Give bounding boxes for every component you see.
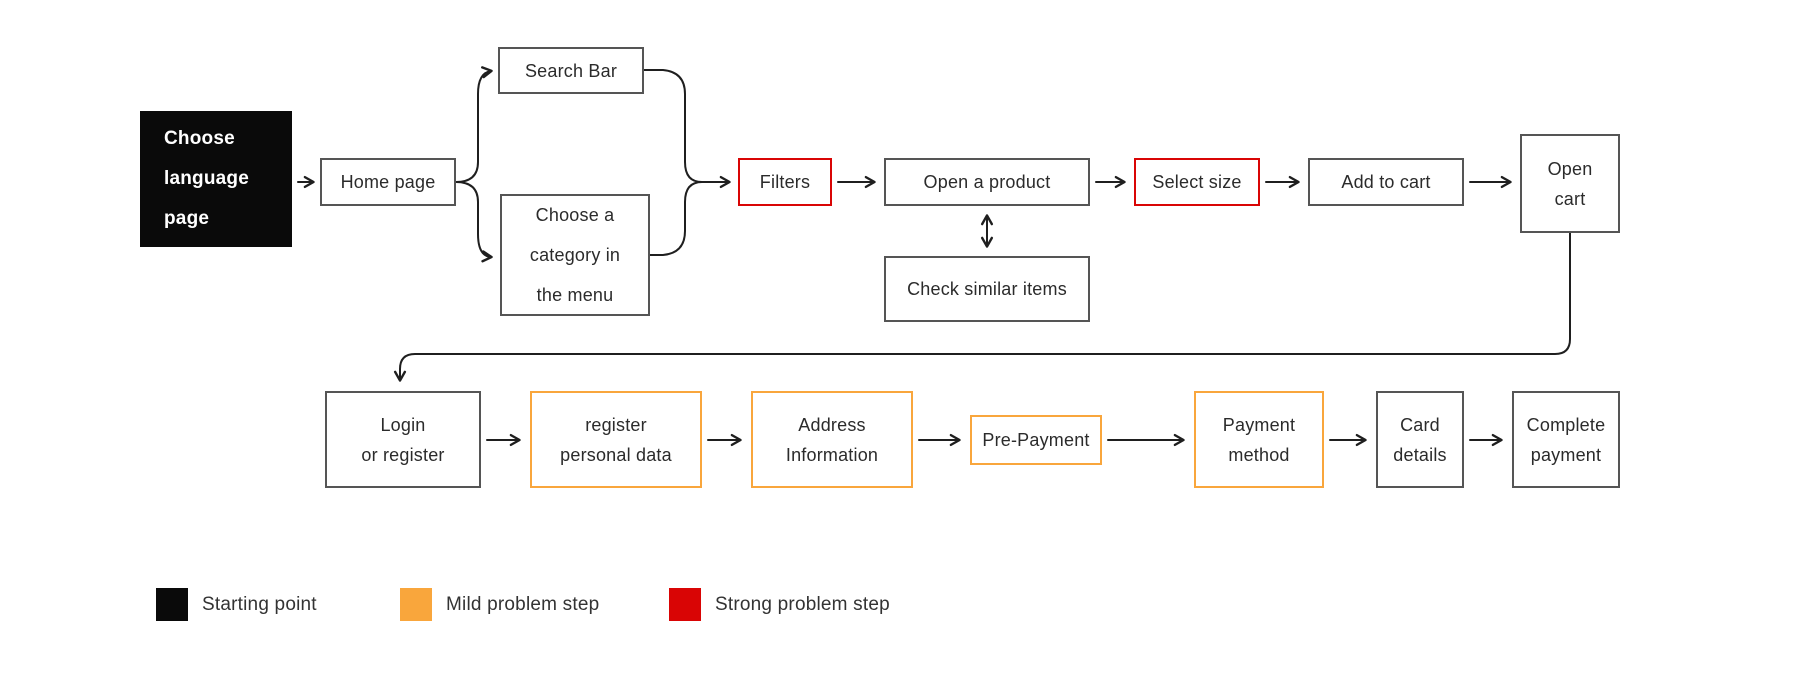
node-label-line: register (585, 414, 647, 435)
edge-merge-bottom (649, 181, 703, 256)
node-label-line: Filters (759, 172, 811, 192)
node-add-to-cart[interactable]: Add to cart (1308, 158, 1464, 206)
edge-branch-down (455, 181, 493, 263)
node-label-line: Search Bar (524, 60, 618, 81)
node-label-line: category in (529, 245, 621, 265)
node-label-line: Card (1400, 414, 1440, 435)
node-label-line: Payment (1222, 414, 1296, 435)
node-choose-category[interactable]: Choose a category in the menu (500, 194, 650, 316)
edge-branch-up (455, 66, 493, 183)
node-pre-payment[interactable]: Pre-Payment (970, 415, 1102, 465)
node-label-line: the menu (536, 285, 614, 305)
node-label-line: Information (785, 444, 879, 465)
legend-label: Mild problem step (446, 593, 600, 615)
node-label-line: Complete (1526, 414, 1606, 435)
node-choose-language-page[interactable]: Choose language page (140, 111, 292, 247)
node-label-line: payment (1530, 444, 1602, 465)
node-search-bar[interactable]: Search Bar (498, 47, 644, 94)
node-label-line: Home page (340, 172, 436, 192)
node-label-line: details (1393, 444, 1447, 465)
legend-item-starting-point: Starting point (156, 588, 317, 621)
node-filters[interactable]: Filters (738, 158, 832, 206)
node-home-page[interactable]: Home page (320, 158, 456, 206)
node-register-personal-data[interactable]: register personal data (530, 391, 702, 488)
legend-swatch-mild-problem-step (400, 588, 432, 621)
node-label-line: Select size (1152, 172, 1242, 192)
node-select-size[interactable]: Select size (1134, 158, 1260, 206)
node-label-line: Add to cart (1341, 172, 1431, 192)
edge-merge-top (643, 69, 703, 183)
legend-swatch-strong-problem-step (669, 588, 701, 621)
legend-item-strong-problem-step: Strong problem step (669, 588, 890, 621)
node-label-line: method (1228, 444, 1290, 465)
node-open-product[interactable]: Open a product (884, 158, 1090, 206)
node-address-information[interactable]: Address Information (751, 391, 913, 488)
node-open-cart[interactable]: Open cart (1520, 134, 1620, 233)
legend-label: Strong problem step (715, 593, 890, 615)
node-label-line: Choose (164, 128, 235, 149)
node-label-line: personal data (560, 444, 672, 465)
node-label-line: Pre-Payment (982, 430, 1090, 450)
node-label-line: Address (798, 414, 866, 435)
legend-swatch-starting-point (156, 588, 188, 621)
node-label-line: Check similar items (907, 279, 1067, 299)
node-label-line: Open a product (923, 172, 1051, 192)
node-check-similar-items[interactable]: Check similar items (884, 256, 1090, 322)
node-card-details[interactable]: Card details (1376, 391, 1464, 488)
node-payment-method[interactable]: Payment method (1194, 391, 1324, 488)
node-label-line: Choose a (535, 205, 615, 225)
node-label-line: Open (1547, 158, 1593, 179)
node-label-line: Login (380, 414, 426, 435)
legend-item-mild-problem-step: Mild problem step (400, 588, 599, 621)
node-label-line: cart (1554, 188, 1586, 209)
node-label-line: page (164, 208, 210, 229)
legend-label: Starting point (202, 593, 317, 615)
node-complete-payment[interactable]: Complete payment (1512, 391, 1620, 488)
node-login-or-register[interactable]: Login or register (325, 391, 481, 488)
node-label-line: or register (361, 444, 445, 465)
node-label-line: language (164, 168, 250, 189)
